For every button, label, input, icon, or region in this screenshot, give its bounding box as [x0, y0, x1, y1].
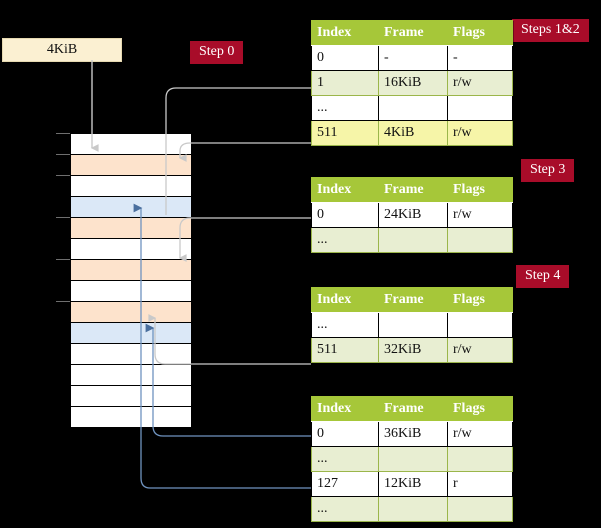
memory-frame-row [71, 301, 191, 322]
column-header-index: Index [311, 396, 379, 422]
cell-flags [447, 496, 513, 522]
memory-frame-row [71, 406, 191, 427]
memory-frame-row [71, 322, 191, 343]
cell-index: 1 [311, 70, 379, 96]
memory-row-tick [56, 301, 70, 302]
column-header-flags: Flags [447, 177, 513, 203]
column-header-index: Index [311, 20, 379, 46]
memory-frame-row [71, 259, 191, 280]
cell-index: ... [311, 496, 379, 522]
cell-flags: r/w [447, 202, 513, 228]
cell-frame: - [378, 45, 448, 71]
badge-step0: Step 0 [190, 41, 244, 64]
cell-index: 0 [311, 421, 379, 447]
memory-frame-row [71, 196, 191, 217]
memory-frame-row [71, 238, 191, 259]
memory-row-tick [56, 175, 70, 176]
memory-frame-row [71, 343, 191, 364]
cell-index: 0 [311, 45, 379, 71]
table-row: ... [311, 95, 513, 121]
memory-row-tick [56, 133, 70, 134]
cell-frame: 4KiB [378, 120, 448, 146]
cell-index: 511 [311, 120, 379, 146]
cell-frame [378, 496, 448, 522]
cell-flags: r/w [447, 70, 513, 96]
cell-index: ... [311, 312, 379, 338]
memory-row-tick [56, 217, 70, 218]
page-box-4kib: 4KiB [2, 38, 122, 62]
cell-flags: r/w [447, 120, 513, 146]
wire-l3-out [178, 217, 311, 262]
column-header-flags: Flags [447, 20, 513, 46]
column-header-index: Index [311, 287, 379, 313]
column-header-frame: Frame [378, 177, 448, 203]
memory-row-tick [56, 259, 70, 260]
column-header-flags: Flags [447, 287, 513, 313]
cell-frame [378, 446, 448, 472]
cell-index: ... [311, 227, 379, 253]
badge-steps12: Steps 1&2 [512, 19, 589, 42]
memory-row-tick [56, 154, 70, 155]
table-row: ... [311, 227, 513, 253]
column-header-flags: Flags [447, 396, 513, 422]
cell-flags: r/w [447, 337, 513, 363]
memory-frame-row [71, 280, 191, 301]
page-box-label: 4KiB [46, 42, 78, 57]
cell-flags [447, 95, 513, 121]
memory-frame-row [71, 133, 191, 154]
cell-flags [447, 312, 513, 338]
cell-frame: 36KiB [378, 421, 448, 447]
cell-frame: 12KiB [378, 471, 448, 497]
cell-flags [447, 227, 513, 253]
cell-flags: r/w [447, 421, 513, 447]
wire-l4-in [165, 87, 311, 136]
cell-index: 0 [311, 202, 379, 228]
table-row: ... [311, 496, 513, 522]
cell-frame: 32KiB [378, 337, 448, 363]
cell-flags: r [447, 471, 513, 497]
cell-frame [378, 227, 448, 253]
cell-index: ... [311, 446, 379, 472]
cell-flags: - [447, 45, 513, 71]
cell-index: 127 [311, 471, 379, 497]
memory-frame-row [71, 175, 191, 196]
column-header-index: Index [311, 177, 379, 203]
memory-frame-row [71, 364, 191, 385]
cell-index: ... [311, 95, 379, 121]
badge-step4: Step 4 [516, 265, 570, 288]
memory-frame-row [71, 385, 191, 406]
cell-flags [447, 446, 513, 472]
column-header-frame: Frame [378, 396, 448, 422]
memory-frame-row [71, 217, 191, 238]
table-row: 0-- [311, 45, 513, 71]
cell-frame [378, 312, 448, 338]
table-row: ... [311, 312, 513, 338]
cell-index: 511 [311, 337, 379, 363]
cell-frame: 16KiB [378, 70, 448, 96]
badge-step3: Step 3 [521, 159, 575, 182]
memory-frame-row [71, 154, 191, 175]
cell-frame [378, 95, 448, 121]
cell-frame: 24KiB [378, 202, 448, 228]
wire-l4-out [178, 142, 311, 162]
table-row: ... [311, 446, 513, 472]
column-header-frame: Frame [378, 287, 448, 313]
column-header-frame: Frame [378, 20, 448, 46]
physical-memory-column [70, 133, 192, 428]
